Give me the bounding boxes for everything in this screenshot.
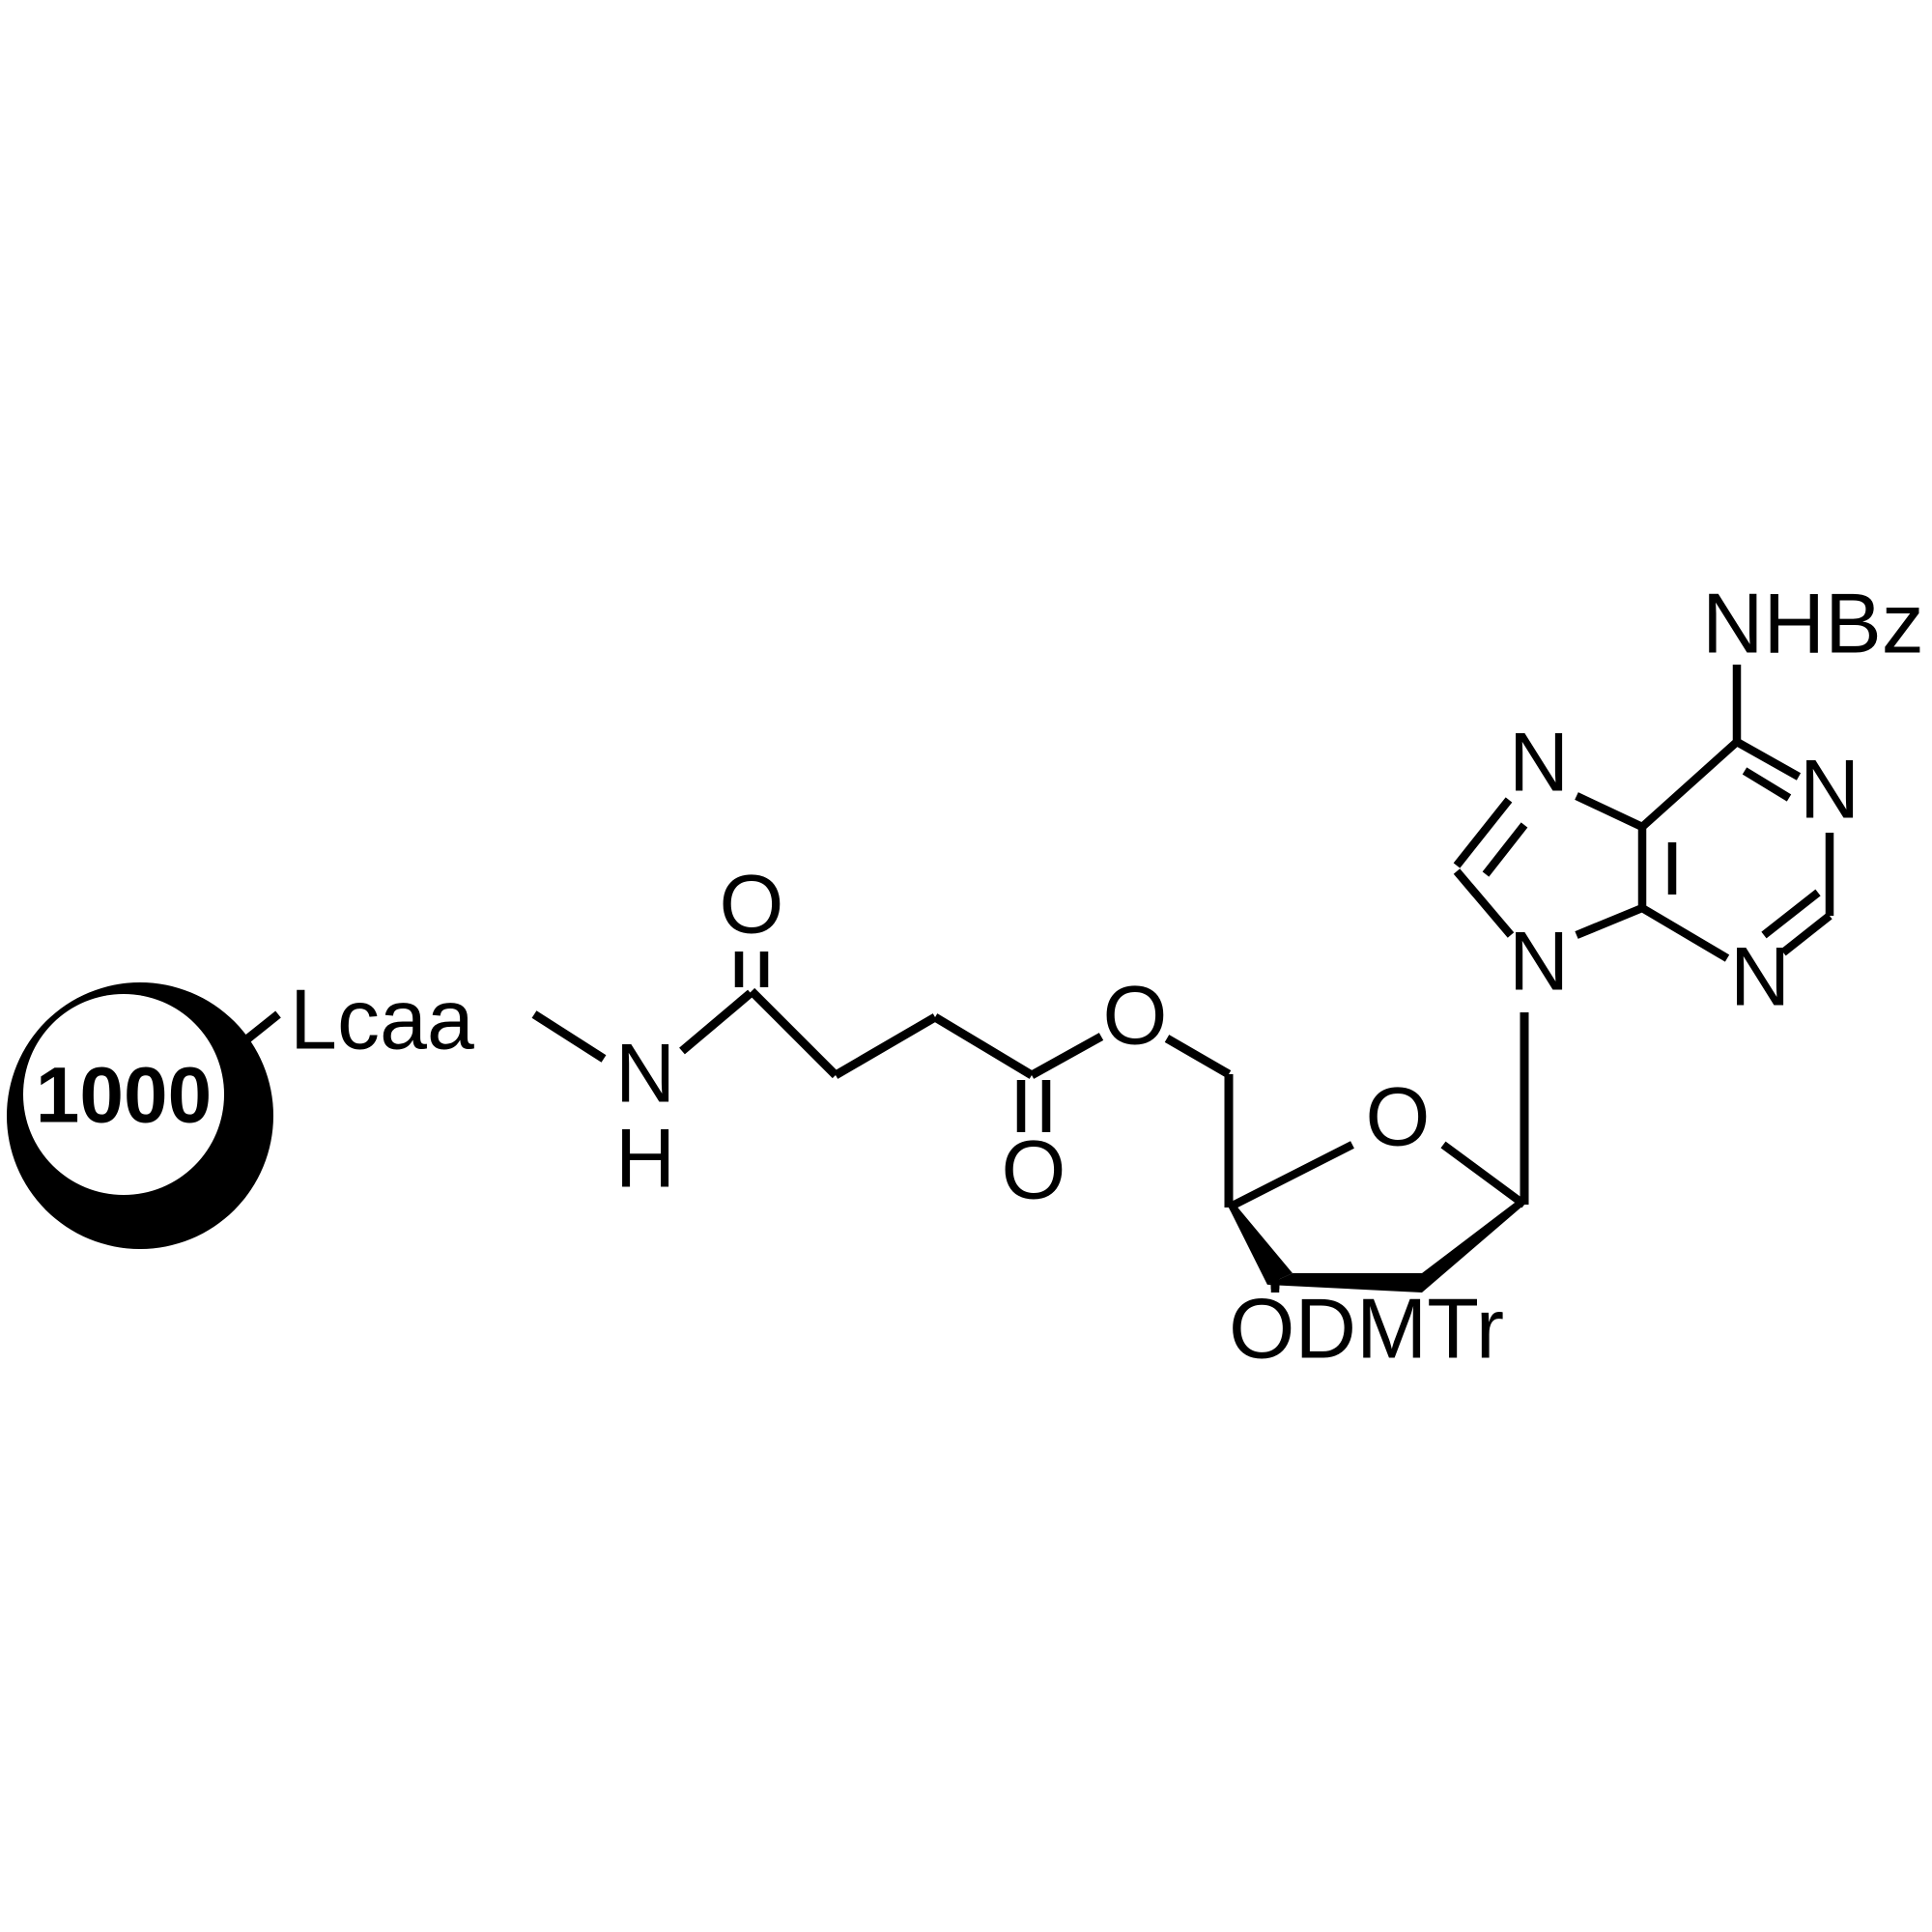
bond-bead-to-lcaa xyxy=(227,1010,281,1057)
bond-n9-to-c8 xyxy=(1453,868,1515,938)
purine-n3-label: N xyxy=(1730,931,1790,1024)
bond-succinyl-c3-c4 xyxy=(932,1013,1035,1079)
bond-c5-to-c6 xyxy=(1639,738,1740,831)
bond-succinyl-c1-c2 xyxy=(748,987,839,1079)
odmtr-label: ODMTr xyxy=(1229,1280,1504,1376)
bond-c3prime-to-c2prime-bold xyxy=(1267,1273,1422,1293)
bond-amide-n-to-carbonyl-c xyxy=(679,989,753,1055)
bond-ester-o-to-c5prime xyxy=(1164,1035,1232,1078)
bond-n7-to-c5 xyxy=(1575,792,1644,831)
bond-c2-to-n3-outer xyxy=(1780,912,1833,956)
lcaa-label: Lcaa xyxy=(290,971,474,1066)
cpg-bead-group: 1000 xyxy=(7,982,273,1249)
wedge-c2prime-to-c1prime xyxy=(1422,1200,1524,1293)
bond-c8-to-n7-outer xyxy=(1453,797,1513,868)
bond-lcaa-to-amide-n xyxy=(531,1010,607,1063)
bond-c6-to-n1-outer xyxy=(1734,738,1802,781)
nhbz-label: NHBz xyxy=(1702,575,1924,670)
bond-n3-to-c4 xyxy=(1639,904,1730,962)
wedge-c4prime-to-c3prime xyxy=(1229,1204,1293,1285)
bond-n9-to-c4 xyxy=(1575,904,1644,939)
purine-n1-label: N xyxy=(1800,744,1860,837)
bond-c2-to-n3-inner xyxy=(1761,889,1821,939)
bead-label: 1000 xyxy=(36,1052,212,1140)
purine-n9-label: N xyxy=(1509,916,1569,1009)
bond-succinyl-c2-c3 xyxy=(833,1013,938,1079)
succinyl-carbonyl-oxygen-2: O xyxy=(1002,1124,1066,1217)
amide-nitrogen-label: N xyxy=(615,1028,675,1121)
bead-inner-highlight xyxy=(23,994,224,1195)
ester-oxygen-label: O xyxy=(1103,970,1168,1063)
bond-ester-c-to-o xyxy=(1029,1033,1104,1079)
bond-c4prime-to-ring-o xyxy=(1227,1141,1354,1211)
bond-ring-o-to-c1prime xyxy=(1440,1141,1527,1208)
ring-oxygen-label: O xyxy=(1366,1071,1431,1164)
amide-hydrogen-label: H xyxy=(615,1113,675,1206)
bond-c8-to-n7-inner xyxy=(1482,822,1528,877)
bond-c6-to-n1-inner xyxy=(1742,767,1792,802)
purine-n7-label: N xyxy=(1509,717,1569,810)
succinyl-carbonyl-oxygen-1: O xyxy=(720,859,784,952)
